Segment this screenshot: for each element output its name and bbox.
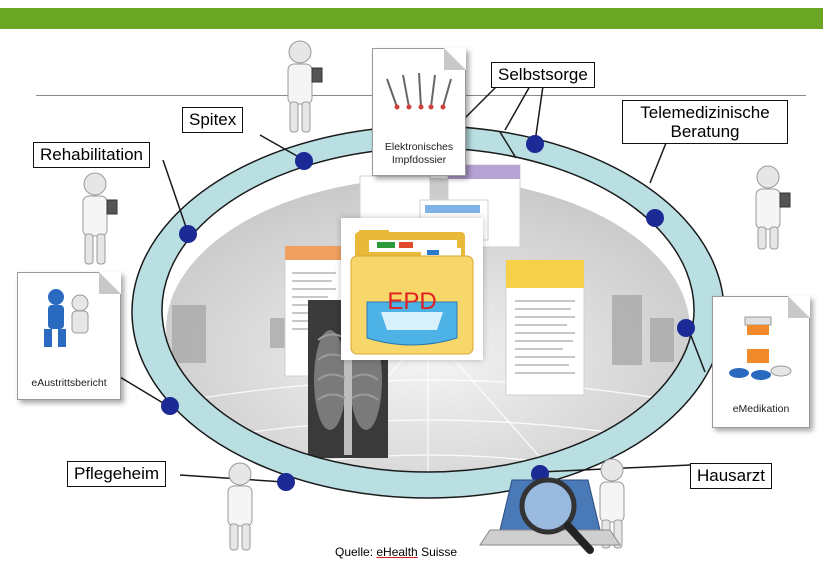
folder-icon <box>350 230 474 355</box>
source-suffix: Suisse <box>417 545 458 559</box>
person-telemedizin <box>755 165 791 250</box>
syringes-icon <box>386 72 452 110</box>
doc-eaustrittsbericht: eAustrittsbericht <box>17 272 121 400</box>
node-rehabilitation <box>179 225 197 243</box>
person-spitex <box>287 40 323 133</box>
node-pflegeheim <box>277 473 295 491</box>
person-hausarzt <box>599 458 625 549</box>
node-emedikation <box>677 319 695 337</box>
patient-transport-icon <box>44 289 89 347</box>
epd-label: EPD <box>387 288 437 315</box>
label-hausarzt: Hausarzt <box>690 463 773 489</box>
header-bar <box>0 8 823 29</box>
doc-emedikation-caption: eMedikation <box>732 403 790 415</box>
source-credit: Quelle: eHealth Suisse <box>335 545 457 559</box>
ring-split <box>499 131 517 159</box>
doc-impfdossier: Elektronisches Impfdossier <box>372 48 466 176</box>
label-rehabilitation: Rehabilitation <box>33 142 151 168</box>
epd-folder: EPD <box>341 218 483 360</box>
node-eaustrittsbericht <box>161 397 179 415</box>
person-rehabilitation <box>82 172 118 265</box>
background-blocks <box>172 295 674 365</box>
person-pflegeheim <box>227 462 253 551</box>
doc-emedikation: eMedikation <box>712 296 810 428</box>
label-telemedizin: Telemedizinische Beratung <box>622 100 788 144</box>
magnifier-icon <box>519 477 594 554</box>
doc-eaustrittsbericht-caption: eAustrittsbericht <box>31 377 107 389</box>
pill-bottle-icon <box>729 316 792 380</box>
doc-impfdossier-caption: Elektronisches Impfdossier <box>384 141 454 166</box>
label-spitex: Spitex <box>182 107 244 133</box>
label-pflegeheim: Pflegeheim <box>67 461 167 487</box>
node-selbstsorge <box>526 135 544 153</box>
node-telemedizin <box>646 209 664 227</box>
label-selbstsorge: Selbstsorge <box>491 62 595 88</box>
people <box>82 40 791 551</box>
source-prefix: Quelle: <box>335 545 377 559</box>
nodes <box>161 135 695 491</box>
source-link[interactable]: eHealth <box>376 545 418 559</box>
node-spitex <box>295 152 313 170</box>
